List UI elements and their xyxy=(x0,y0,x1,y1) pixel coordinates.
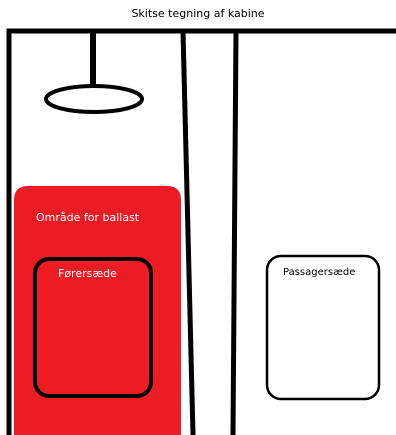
center-divider-right xyxy=(230,30,239,435)
cabin-outline xyxy=(6,28,396,435)
passenger-seat-label: Passagersæde xyxy=(283,267,356,278)
ballast-area-label: Område for ballast xyxy=(36,211,140,224)
driver-seat-label: Førersæde xyxy=(58,267,117,280)
steering-wheel xyxy=(44,84,144,114)
passenger-seat xyxy=(265,254,381,401)
diagram-title: Skitse tegning af kabine xyxy=(131,7,265,20)
driver-seat xyxy=(33,257,153,398)
center-divider-left xyxy=(180,30,196,435)
